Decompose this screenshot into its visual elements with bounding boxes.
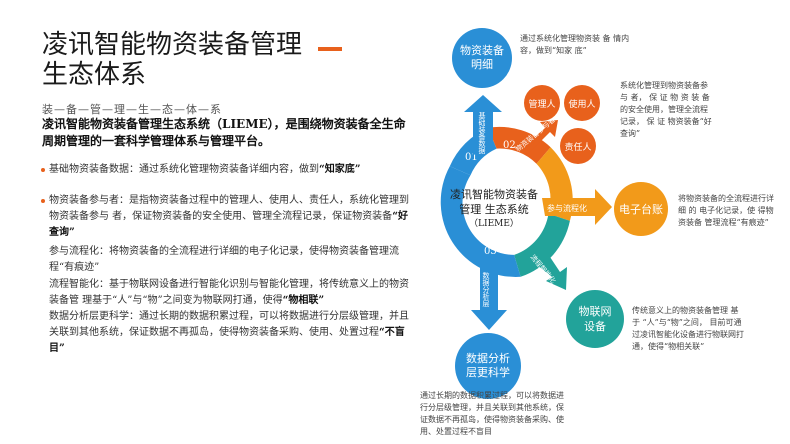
paragraph-emphasis: “知家底” [319, 164, 361, 175]
node-manager: 管理人 [524, 85, 560, 121]
paragraph-emphasis: “好查询” [49, 211, 408, 238]
hub-subtitle: 管理 生态系统 [459, 203, 529, 216]
bullet-dot [41, 199, 45, 203]
segment-number-04: 04 [523, 230, 536, 241]
segment-number-05: 05 [484, 246, 497, 257]
arrow-label-analysis: 数据分析层 [482, 271, 490, 308]
node-asset-detail: 物资装备明细 [452, 28, 512, 88]
page-title: 凌讯智能物资装备管理生态体系 [42, 30, 303, 90]
paragraph-2: 物资装备参与者：是指物资装备过程中的管理人、使用人、责任人，系统化管理到物资装备… [41, 193, 411, 241]
ring-segment-05 [440, 166, 521, 277]
title-accent-bar [318, 47, 342, 51]
segment-number-02: 02 [503, 140, 516, 151]
paragraph-text: 数据分析层更科学：通过长期的数据积累过程，可以将数据进行分层级管理，并且关联到其… [49, 311, 409, 338]
node-data-analysis: 数据分析层更科学 [455, 333, 521, 399]
segment-number-01: 01 [465, 152, 478, 163]
paragraph-text: 物资装备参与者：是指物资装备过程中的管理人、使用人、责任人，系统化管理到物资装备… [49, 195, 409, 222]
note-iot: 传统意义上的物资装备管理 基 于 “人”与“物”之间， 目前可通 过凌讯智能化设… [632, 306, 744, 351]
paragraph-emphasis: “物相联” [282, 295, 325, 306]
hub-title: 凌讯智能物资装备 [450, 188, 538, 201]
paragraph-1: 基础物资装备数据：通过系统化管理物资装备详细内容，做到“知家底” [41, 162, 399, 178]
note-participants: 系统化管理到物资装备参 与 者， 保 证 物 资 装 备的安全使用，管理全流程记… [620, 81, 712, 138]
segment-number-03: 03 [536, 182, 549, 193]
arrow-to-people [520, 120, 558, 155]
node-ledger: 电子台账 [614, 182, 668, 236]
paragraph-5: 数据分析层更科学：通过长期的数据积累过程，可以将数据进行分层级管理，并且关联到其… [49, 309, 411, 357]
note-asset-detail: 通过系统化管理物资装 备 情内容，做到“知家 底” [520, 34, 630, 55]
arrow-down-analysis [471, 262, 507, 330]
paragraph-3: 参与流程化：将物资装备的全流程进行详细的电子化记录，使得物资装备管理流程“有痕迹… [49, 244, 399, 276]
bullet-dot [41, 168, 45, 172]
node-user: 使用人 [564, 85, 600, 121]
paragraph-text: 参与流程化：将物资装备的全流程进行详细的电子化记录，使得物资装备管理流程“有痕迹… [49, 246, 399, 273]
hub-label: 凌讯智能物资装备 管理 生态系统 （LIEME） [434, 187, 554, 232]
ring-segment-02 [488, 126, 551, 164]
paragraph-text: 基础物资装备数据：通过系统化管理物资装备详细内容，做到 [49, 164, 319, 175]
node-iot-device: 物联网设备 [566, 290, 624, 348]
paragraph-text: 流程智能化：基于物联网设备进行智能化识别与智能化管理，将传统意义上的物资装备管 … [49, 279, 409, 306]
arrow-label-basic-data: 基础装备数据 [478, 111, 486, 155]
node-owner: 责任人 [560, 128, 596, 164]
paragraph-emphasis: “不盲目” [49, 327, 405, 354]
note-data-analysis: 通过长期的数据积累过程，可以将数据进行分层级管理，并且关联到其他系统，保证数据不… [420, 391, 564, 436]
intro-text: 凌讯智能物资装备管理生态系统（LIEME），是围绕物资装备全生命周期管理的一套科… [42, 117, 406, 148]
note-ledger: 将物资装备的全流程进行详 细 的 电子化记录，使 得物资装备 管理流程“有痕迹” [678, 194, 774, 227]
arrow-right-ledger [542, 189, 612, 225]
page-subtitle: 装—备—管—理—生—态—体—系 [42, 103, 222, 116]
hub-abbreviation: （LIEME） [469, 219, 519, 229]
paragraph-4: 流程智能化：基于物联网设备进行智能化识别与智能化管理，将传统意义上的物资装备管 … [49, 277, 411, 309]
arrow-label-process: 参与流程化 [547, 203, 587, 213]
arrow-up-detail [464, 95, 502, 155]
arrow-to-iot [525, 245, 567, 290]
